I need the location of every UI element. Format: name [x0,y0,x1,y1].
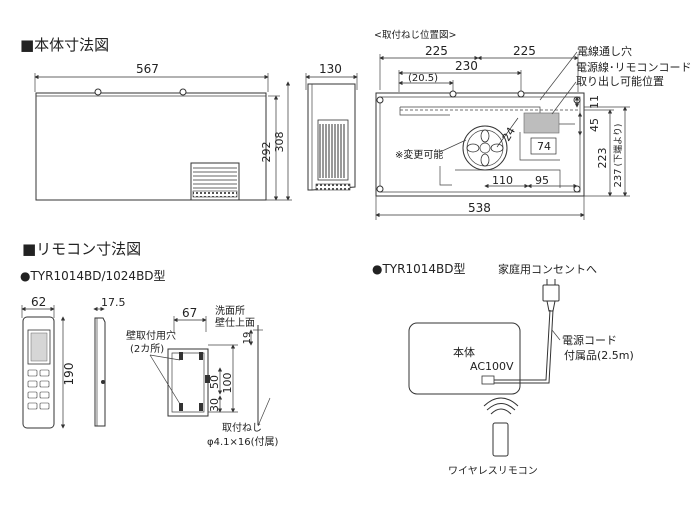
mount-tab-right [179,88,187,96]
remote-dims-title: ■リモコン寸法図 [22,240,141,258]
front-grille [190,162,240,201]
bracket-width-dim: 67 [182,306,197,320]
remote-side-view: 17.5 [93,296,126,427]
cord-label-1: 電源コード [562,333,617,347]
outlet-label: 家庭用コンセントへ [498,262,597,276]
mount-dim-237-note: (下端より) [612,124,624,167]
wireless-remote-icon [492,422,509,457]
remote-height-dim: 190 [62,363,76,386]
mount-dim-24: 24 [500,125,518,144]
mount-dim-225a: 225 [425,44,448,58]
label-screw-1: 取付ねじ [222,421,262,434]
bracket-dim-30: 30 [208,398,221,412]
power-plug [542,284,560,302]
mount-dim-538: 538 [468,201,491,215]
label-wall-hole-1: 壁取付用穴 [126,329,176,342]
label-sink-1: 洗面所 [215,305,245,317]
unit-side-view: 130 [305,62,358,191]
unit-front-view: 567 292 308 [34,62,292,201]
mount-dim-223: 223 [596,148,609,169]
note-changeable: ※変更可能 [395,148,443,161]
cord-outlet-area [523,112,560,134]
mount-pos-title: <取付ねじ位置図> [374,29,456,41]
wiring-body-label: 本体 [453,345,475,359]
remote-bracket-view: 67 50 100 30 19 壁取付用穴 (2カ所) 洗面所 壁仕上面 取付ね… [126,305,279,448]
remote-front-view: 62 190 [21,295,76,429]
mount-dim-74: 74 [537,140,551,153]
label-cord-pos-1: 電源線･リモコンコード [576,60,692,74]
cord-label-2: 付属品(2.5m) [564,349,634,362]
mount-position-view: 225 225 230 (20.5) [375,44,692,220]
remote-width-dim: 62 [31,295,46,309]
mount-dim-95: 95 [535,174,549,187]
label-wall-hole-2: (2カ所) [130,343,164,355]
remote-model-b: ●TYR1014BD型 [372,262,465,276]
mount-dim-237: 237 [613,168,624,187]
signal-wave-icon [490,408,512,415]
bracket-dim-50: 50 [208,375,221,389]
unit-height-inner-dim: 292 [260,142,273,163]
mount-dim-11: 11 [588,95,601,109]
bracket-dim-100: 100 [221,373,234,394]
wiring-body-box [408,322,521,395]
unit-width-dim: 567 [136,62,159,76]
unit-depth-dim: 130 [319,62,342,76]
wireless-remote-label: ワイヤレスリモコン [448,466,538,477]
bracket-dim-19: 19 [242,332,253,345]
remote-depth-dim: 17.5 [101,296,126,309]
mount-dim-230: 230 [455,59,478,73]
mount-dim-20-5: (20.5) [408,73,438,84]
label-sink-2: 壁仕上面 [215,316,255,329]
unit-height-outer-dim: 308 [273,132,286,153]
wiring-voltage-label: AC100V [470,360,514,373]
label-cord-pos-2: 取り出し可能位置 [576,74,664,88]
main-dims-title: ■本体寸法図 [20,36,109,54]
label-screw-2: φ4.1×16(付属) [207,435,279,448]
label-wire-hole: 電線通し穴 [577,44,632,58]
mount-dim-225b: 225 [513,44,536,58]
mount-dim-45: 45 [588,118,601,132]
mount-tab-left [94,88,102,96]
remote-model-a: ●TYR1014BD/1024BD型 [20,269,166,283]
wiring-diagram: 家庭用コンセントへ 本体 AC100V 電源コード 付属品(2.5m) ワイヤレ… [408,262,634,477]
mount-dim-110: 110 [492,174,513,187]
remote-body [22,316,55,429]
